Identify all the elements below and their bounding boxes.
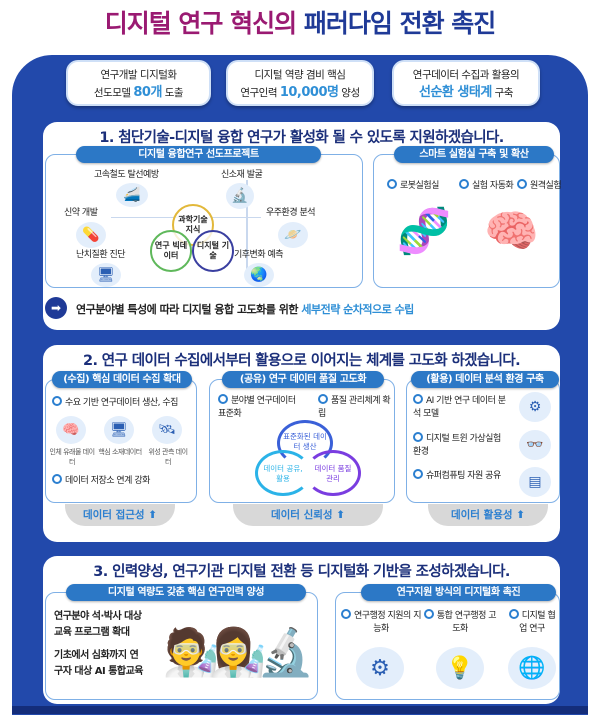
diagnosis-monitor-icon: 🖥 bbox=[91, 263, 121, 287]
planet-icon: 🪐 bbox=[278, 222, 308, 248]
material-data-icon: 🖥 bbox=[104, 416, 134, 444]
server-icon: ▤ bbox=[519, 467, 551, 497]
robot-arm-dna-illustration: 🧬 bbox=[396, 206, 452, 257]
talent-training: 디지털 역량도 갖춘 핵심 연구인력 양성 연구분야 석·박사 대상 교육 프로… bbox=[45, 584, 318, 700]
page-title: 디지털 연구 혁신의 패러다임 전환 촉진 bbox=[104, 9, 497, 38]
arrow-right-icon: ➡ bbox=[45, 297, 67, 319]
remote-lab-illustration: 🧠 bbox=[484, 206, 539, 257]
section-1: 1. 첨단기술-디지털 융합 연구가 활성화 될 수 있도록 지원하겠습니다. … bbox=[43, 122, 562, 330]
pill-icon: 💊 bbox=[76, 222, 106, 248]
footer-accessibility: 데이터 접근성 ⬆ bbox=[65, 504, 175, 526]
section-1-note: 연구분야별 특성에 따라 디지털 융합 고도화를 위한 세부전략 순차적으로 수… bbox=[76, 303, 414, 316]
microscope-icon: 🔬 bbox=[226, 183, 254, 209]
section-3-heading: 3. 인력양성, 연구기관 디지털 전환 등 디지털화 기반을 조성하겠습니다. bbox=[93, 564, 510, 580]
vr-headset-icon: 👓 bbox=[519, 430, 551, 460]
footer-utilization: 데이터 활용성 ⬆ bbox=[428, 504, 548, 526]
utilization-column: (활용) 데이터 분석 환경 구축 AI 기반 연구 데이터 분석 모델 디지털… bbox=[406, 371, 560, 503]
satellite-icon: 🛰 bbox=[152, 416, 182, 444]
collection-column: (수집) 핵심 데이터 수집 확대 수요 기반 연구데이터 생산, 수집 🧠 🖥… bbox=[45, 371, 197, 503]
human-sample-icon: 🧠 bbox=[56, 416, 86, 444]
section-1-heading: 1. 첨단기술-디지털 융합 연구가 활성화 될 수 있도록 지원하겠습니다. bbox=[99, 130, 504, 146]
section-2: 2. 연구 데이터 수집에서부터 활용으로 이어지는 체계를 고도화 하겠습니다… bbox=[43, 345, 560, 542]
globe-icon: 🌏 bbox=[244, 263, 274, 287]
section-2-heading: 2. 연구 데이터 수집에서부터 활용으로 이어지는 체계를 고도화 하겠습니다… bbox=[82, 353, 521, 369]
lightbulb-hand-icon: 💡 bbox=[436, 647, 484, 689]
sharing-column: (공유) 연구 데이터 품질 고도화 분야별 연구데이터 표준화 품질 관리체계… bbox=[209, 371, 395, 503]
smart-lab: 스마트 실험실 구축 및 확산 로봇실험실 실험 자동화 원격실험 🧬 🧠 bbox=[373, 146, 562, 288]
research-support-digitalization: 연구지원 방식의 디지털화 촉진 연구행정 지원의 지능화 통합 연구행정 고도… bbox=[335, 584, 560, 700]
globe-network-icon: 🌐 bbox=[508, 647, 556, 689]
ai-gear-icon: ⚙ bbox=[356, 647, 404, 689]
convergence-projects: 디지털 융합연구 선도프로젝트 고속철도 탈선예방 🚄 신소재 발굴 🔬 신약 … bbox=[45, 146, 363, 288]
venn-digital: 디지털 기술 bbox=[192, 230, 234, 272]
train-icon: 🚄 bbox=[116, 183, 148, 207]
footer-reliability: 데이터 신뢰성 ⬆ bbox=[233, 504, 383, 526]
ai-network-icon: ⚙ bbox=[519, 392, 551, 422]
venn-bigdata: 연구 빅데이터 bbox=[150, 230, 192, 272]
section-3: 3. 인력양성, 연구기관 디지털 전환 등 디지털화 기반을 조성하겠습니다.… bbox=[43, 556, 560, 704]
bottom-strip bbox=[12, 706, 588, 714]
researchers-illustration: 🧑‍🔬👩‍🔬🔬 bbox=[162, 625, 315, 679]
